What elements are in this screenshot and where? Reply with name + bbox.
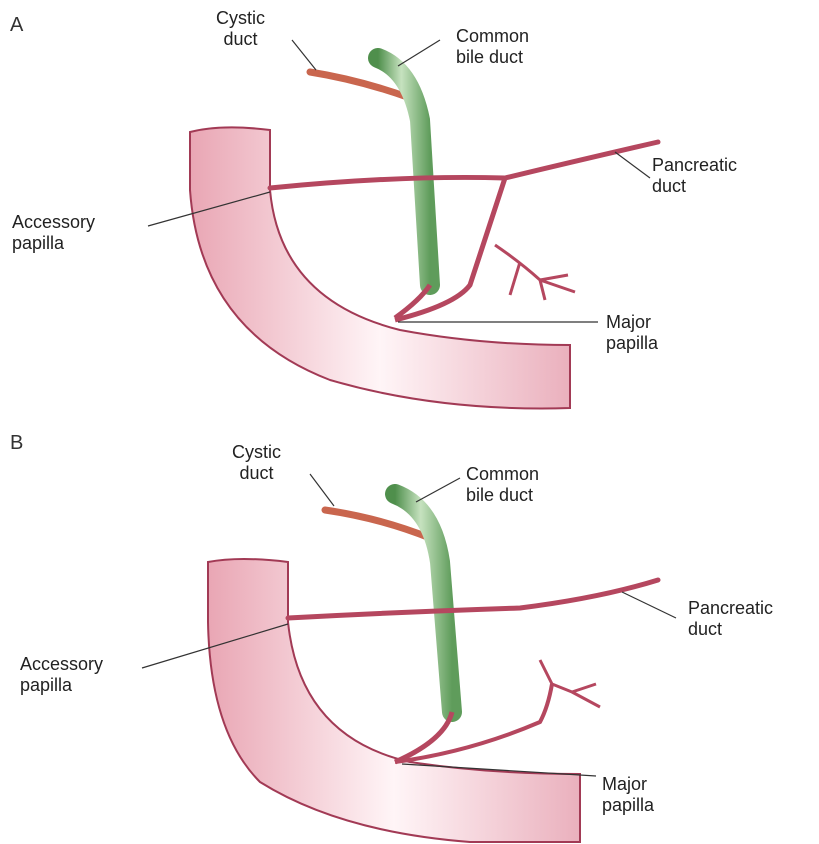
pancreatic-duct xyxy=(270,142,658,188)
common-bile-duct-label: Common bile duct xyxy=(466,464,539,506)
major-papilla-label: Major papilla xyxy=(602,774,654,816)
panel-label: A xyxy=(10,14,23,37)
cystic-duct-label: Cystic duct xyxy=(214,442,299,484)
duodenum xyxy=(208,559,580,842)
pancreatic-duct xyxy=(288,580,658,618)
pancreatic-duct-label: Pancreatic duct xyxy=(688,598,773,640)
panel-a-illustration xyxy=(0,0,819,422)
major-papilla-label: Major papilla xyxy=(606,312,658,354)
panel-b: B Cystic duct Common bile duct Pancreati… xyxy=(0,422,819,844)
accessory-papilla-label: Accessory papilla xyxy=(20,654,103,696)
panel-a: A Cystic duct Common bile duct Pancreati… xyxy=(0,0,819,422)
cystic-duct-label: Cystic duct xyxy=(198,8,283,50)
accessory-papilla-label: Accessory papilla xyxy=(12,212,95,254)
pancreatic-duct-label: Pancreatic duct xyxy=(652,155,737,197)
common-bile-duct-label: Common bile duct xyxy=(456,26,529,68)
panel-label: B xyxy=(10,432,23,455)
duodenum xyxy=(190,127,570,408)
